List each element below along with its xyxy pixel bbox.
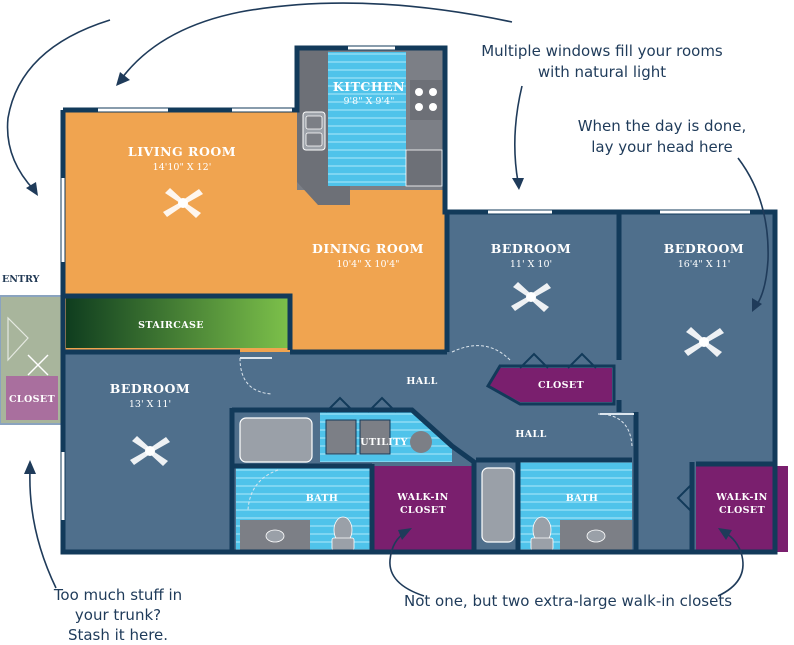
fan-icon [130, 436, 170, 466]
annotation-windows-line2: with natural light [538, 63, 666, 81]
entry-closet-label: CLOSET [9, 394, 55, 405]
annotation-closet-line2: your trunk? [75, 606, 161, 624]
bath-1-label: BATH [306, 493, 339, 504]
entry-label: ENTRY [2, 274, 40, 285]
living-room-dims: 14'10" X 12' [153, 162, 212, 173]
entry-closet [6, 376, 58, 420]
bath-1 [236, 412, 372, 551]
utility-room [320, 396, 452, 462]
annotation-arrows [6, 2, 769, 597]
hall-closet-label: CLOSET [538, 380, 584, 391]
bedroom-right-title: BEDROOM [664, 241, 744, 256]
kitchen-area [297, 48, 445, 205]
walk-in-closet-1-label-line1: WALK-IN [396, 492, 449, 503]
entry-area [0, 295, 64, 425]
bath-2-label: BATH [566, 493, 599, 504]
dining-room-dims: 10'4" X 10'4" [336, 259, 399, 270]
windows [61, 46, 750, 520]
kitchen-dims: 9'8" X 9'4" [344, 96, 395, 107]
walk-in-closet-2-label-line2: CLOSET [719, 505, 765, 516]
walk-in-closet-1 [374, 466, 474, 552]
bedroom-left-dims: 13' X 11' [129, 399, 171, 410]
fan-icon [684, 327, 724, 357]
hall-label-1: HALL [406, 376, 437, 387]
staircase-label: STAIRCASE [138, 320, 204, 331]
annotation-closet-line3: Stash it here. [68, 626, 168, 644]
annotation-bedroom-line1: When the day is done, [578, 117, 747, 135]
dining-room-title: DINING ROOM [312, 241, 424, 256]
staircase [66, 298, 288, 348]
fan-icon [163, 188, 203, 218]
bedroom-left-title: BEDROOM [110, 381, 190, 396]
utility-label: UTILITY [360, 437, 408, 448]
bath-2 [478, 462, 632, 551]
hall-closet [488, 368, 612, 402]
annotation-walkin: Not one, but two extra-large walk-in clo… [404, 592, 732, 610]
walk-in-closet-1-label-line2: CLOSET [400, 505, 446, 516]
annotation-bedroom-line2: lay your head here [591, 138, 733, 156]
annotation-windows-line1: Multiple windows fill your rooms [481, 42, 723, 60]
door-swings [239, 345, 633, 511]
annotation-closet-line1: Too much stuff in [53, 586, 182, 604]
bedroom-mid-dims: 11' X 10' [510, 259, 552, 270]
hall-label-2: HALL [515, 429, 546, 440]
kitchen-title: KITCHEN [333, 79, 405, 94]
living-room-title: LIVING ROOM [128, 144, 236, 159]
walk-in-closet-2-label-line1: WALK-IN [715, 492, 768, 503]
living-dining-floor [63, 110, 447, 352]
fan-icon [511, 282, 551, 312]
bedroom-mid-title: BEDROOM [491, 241, 571, 256]
bedroom-right-dims: 16'4" X 11' [678, 259, 731, 270]
walls [60, 45, 778, 555]
